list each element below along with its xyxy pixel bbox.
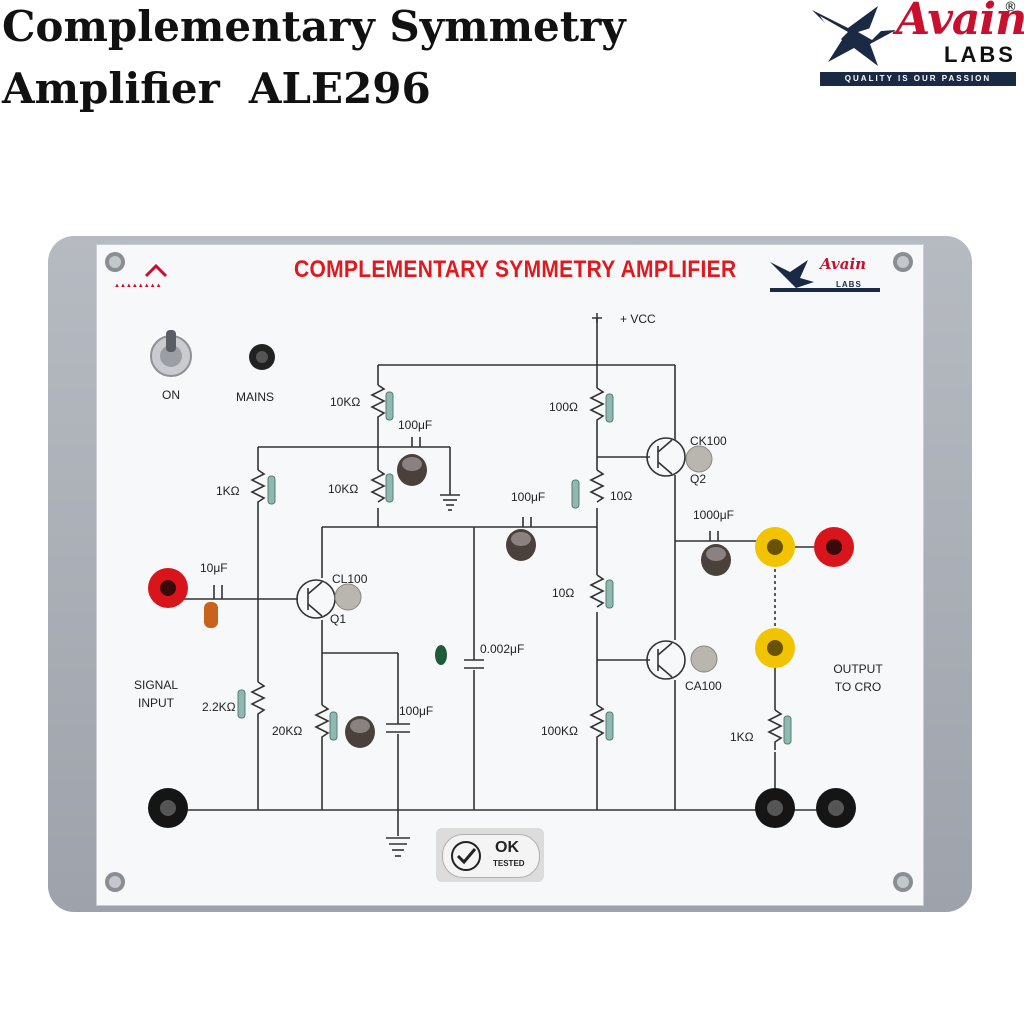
resistor-10k-top-label: 10KΩ xyxy=(330,395,361,409)
board-eagle-icon xyxy=(770,260,880,292)
capacitor-0002uf xyxy=(435,645,447,665)
resistor-symbols xyxy=(250,384,783,750)
output-terminal-black-left[interactable] xyxy=(755,788,795,828)
registered-mark: ® xyxy=(1004,0,1017,15)
mains-label: MAINS xyxy=(236,390,275,404)
capacitor-0002uf-label: 0.002μF xyxy=(480,642,525,656)
page-title-line1: Complementary Symmetry xyxy=(2,2,626,51)
ok-tested-sticker: OK TESTED xyxy=(436,828,544,882)
brand-tagline: QUALITY IS OUR PASSION xyxy=(820,72,1016,86)
transistor-q2-label: Q2 xyxy=(690,472,707,486)
transistor-q1-label: Q1 xyxy=(330,612,347,626)
output-terminal-red[interactable] xyxy=(814,527,854,567)
resistor-10-lower-icon xyxy=(589,574,605,608)
board-logo-text: Avain xyxy=(820,255,867,273)
resistor-10k-top-icon xyxy=(370,384,386,422)
vcc-terminal-icon xyxy=(592,313,602,323)
ground-icon xyxy=(386,837,410,857)
capacitor-100uf-mid xyxy=(506,529,536,561)
resistor-bodies xyxy=(237,391,792,745)
manufacturer-emblem-icon xyxy=(144,263,168,278)
capacitor-symbols xyxy=(213,437,719,733)
output-label-line1: OUTPUT xyxy=(833,662,883,676)
output-terminal-yellow-top[interactable] xyxy=(755,527,795,567)
resistor-20k-label: 20KΩ xyxy=(272,724,303,738)
signal-input-label-line2: INPUT xyxy=(138,696,174,710)
output-terminal-yellow-bottom[interactable] xyxy=(755,628,795,668)
board-title: COMPLEMENTARY SYMMETRY AMPLIFIER xyxy=(294,256,737,283)
resistor-100k-icon xyxy=(589,704,605,745)
screw-icon xyxy=(105,252,125,272)
brand-logo-text: Avain xyxy=(896,0,1024,45)
resistor-100-top-icon xyxy=(589,387,605,425)
capacitor-1000uf-label: 1000μF xyxy=(693,508,734,522)
screw-icon xyxy=(105,872,125,892)
signal-input-terminal-black[interactable] xyxy=(148,788,188,828)
resistor-10-upper-icon xyxy=(589,469,605,503)
mains-socket xyxy=(249,344,275,370)
eagle-logo-icon xyxy=(812,6,896,66)
output-label-line2: TO CRO xyxy=(834,680,882,694)
signal-input-label-line1: SIGNAL xyxy=(133,678,178,692)
resistor-1k-out-icon xyxy=(767,709,783,750)
resistor-10-lower-label: 10Ω xyxy=(552,586,575,600)
capacitor-100uf-top xyxy=(397,454,427,486)
tested-label: TESTED xyxy=(493,859,525,868)
output-terminal-black-right[interactable] xyxy=(816,788,856,828)
signal-input-terminal-red[interactable] xyxy=(148,568,188,608)
resistor-20k-icon xyxy=(314,704,330,745)
page-title-line2: Amplifier ALE296 xyxy=(2,64,431,113)
resistor-10-upper-label: 10Ω xyxy=(610,489,633,503)
resistor-1k-left-label: 1KΩ xyxy=(216,484,240,498)
checkmark-icon xyxy=(451,841,481,871)
resistor-2-2k-label: 2.2KΩ xyxy=(202,700,236,714)
transistor-q3-part-label: CA100 xyxy=(685,679,722,693)
resistor-1k-left-icon xyxy=(250,469,266,510)
transistor-q1-part-label: CL100 xyxy=(332,572,368,586)
signal-input-label: SIGNAL INPUT xyxy=(128,676,184,712)
capacitor-1000uf xyxy=(701,544,731,576)
switch-label: ON xyxy=(162,388,180,402)
resistor-1k-out-label: 1KΩ xyxy=(730,730,754,744)
resistor-100-top-label: 100Ω xyxy=(549,400,578,414)
resistor-10k-mid-icon xyxy=(370,469,386,503)
brand-labs-text: LABS xyxy=(944,42,1016,67)
brand-logo: Avain ® LABS QUALITY IS OUR PASSION xyxy=(808,0,1024,92)
capacitor-10uf-label: 10μF xyxy=(200,561,228,575)
resistor-2-2k-icon xyxy=(250,681,266,722)
circuit-wires xyxy=(180,318,838,836)
capacitor-100uf-mid-label: 100μF xyxy=(511,490,546,504)
transistor-symbols xyxy=(296,437,686,680)
capacitor-100uf-bottom xyxy=(345,716,375,748)
resistor-100k-label: 100KΩ xyxy=(541,724,578,738)
ground-icon xyxy=(440,494,460,511)
manufacturer-mark: ▲▲▲▲▲▲▲▲ xyxy=(114,283,162,289)
resistor-10k-mid-label: 10KΩ xyxy=(328,482,359,496)
page-title: Complementary Symmetry Amplifier ALE296 xyxy=(2,0,722,120)
screw-icon xyxy=(893,252,913,272)
transistor-q2-part-label: CK100 xyxy=(690,434,727,448)
output-label: OUTPUT TO CRO xyxy=(826,660,890,696)
power-toggle-switch[interactable] xyxy=(150,330,192,377)
vcc-label: + VCC xyxy=(620,312,656,326)
capacitor-100uf-top-label: 100μF xyxy=(398,418,433,432)
ok-label: OK xyxy=(495,839,519,856)
transistor-bodies xyxy=(334,445,718,673)
screw-icon xyxy=(893,872,913,892)
capacitor-100uf-bottom-label: 100μF xyxy=(399,704,434,718)
board-logo-labs: LABS xyxy=(836,280,862,289)
capacitor-10uf-input xyxy=(204,602,218,628)
